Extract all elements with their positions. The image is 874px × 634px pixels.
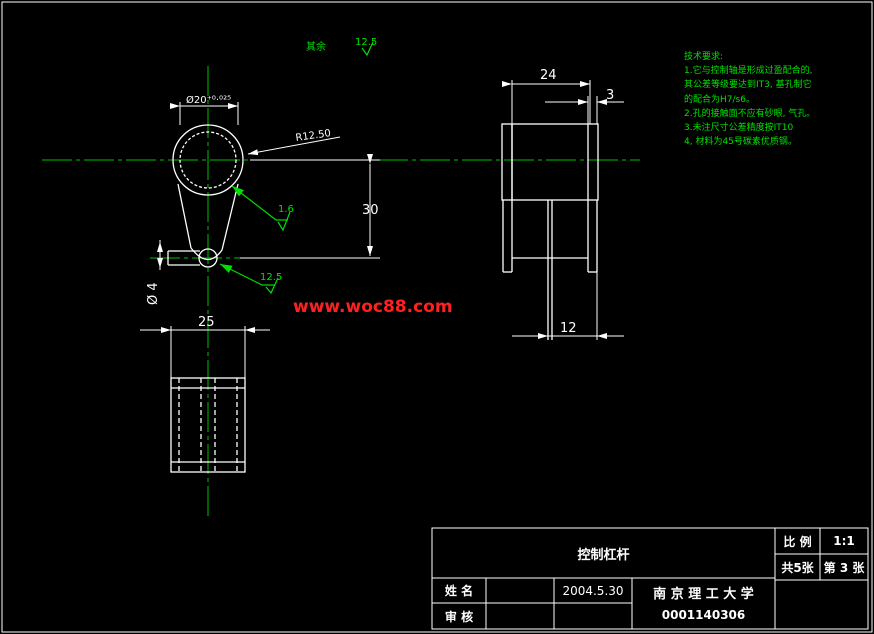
- svg-text:1.6: 1.6: [278, 204, 294, 215]
- svg-text:Ø 4: Ø 4: [146, 282, 161, 305]
- dim-side-web: 12: [512, 272, 624, 340]
- student-id: 0001140306: [661, 608, 746, 622]
- lever-front-view: [167, 124, 244, 268]
- svg-text:12.5: 12.5: [260, 272, 282, 283]
- title-block: 控制杠杆 比 例 1:1 共5张 第 3 张 姓 名 2004.5.30 审 核…: [432, 528, 868, 629]
- centerlines: [42, 66, 640, 520]
- roughness-leaders: 1.6 12.5: [219, 41, 374, 295]
- sheet-number: 第 3 张: [823, 560, 865, 575]
- dim-center-distance: 30: [240, 154, 380, 259]
- dim-radius: R12.50: [247, 128, 341, 156]
- svg-text:Ø20⁺⁰·⁰²⁵: Ø20⁺⁰·⁰²⁵: [186, 94, 231, 106]
- sheets-total: 共5张: [781, 560, 814, 575]
- notes-line: 2.孔的接触面不应有砂眼, 气孔。: [684, 108, 816, 119]
- svg-text:24: 24: [540, 68, 557, 83]
- part-name: 控制杠杆: [577, 547, 630, 563]
- svg-text:30: 30: [362, 203, 379, 218]
- dim-side-flange: 3: [545, 88, 624, 124]
- date: 2004.5.30: [562, 583, 624, 598]
- svg-text:3: 3: [606, 88, 614, 103]
- notes-line: 1.它与控制轴是形成过盈配合的,: [684, 66, 813, 77]
- notes-line: 的配合为H7/s6。: [684, 94, 755, 105]
- svg-text:R12.50: R12.50: [295, 128, 332, 144]
- notes-title: 技术要求:: [684, 52, 724, 62]
- school-name: 南 京 理 工 大 学: [653, 586, 754, 602]
- review-label: 审 核: [444, 609, 474, 624]
- name-label: 姓 名: [444, 584, 474, 598]
- svg-text:12: 12: [560, 321, 577, 336]
- dim-small-hole: Ø 4: [146, 240, 163, 305]
- roughness-label: 其余: [306, 40, 326, 53]
- notes-line: 4, 材料为45号碳素优质钢。: [684, 137, 797, 148]
- notes-line: 其公差等级要达到IT3, 基孔制它: [684, 80, 812, 91]
- scale-value: 1:1: [833, 534, 855, 548]
- scale-label: 比 例: [783, 534, 812, 549]
- notes-line: 3.未注尺寸公差精度按IT10: [684, 123, 794, 134]
- watermark: www.woc88.com: [293, 297, 453, 317]
- title-block-frame: [431, 527, 869, 630]
- dim-front-width: 25: [140, 315, 270, 378]
- roughness-symbol-top: 12.5: [355, 37, 377, 48]
- technical-requirements: 技术要求: 1.它与控制轴是形成过盈配合的, 其公差等级要达到IT3, 基孔制它…: [684, 50, 864, 149]
- dim-side-width: 24: [502, 68, 591, 124]
- lever-side-view: [501, 123, 599, 340]
- dim-bore-diameter: Ø20⁺⁰·⁰²⁵: [170, 94, 239, 125]
- lever-top-view: [170, 377, 246, 473]
- svg-text:25: 25: [198, 315, 215, 330]
